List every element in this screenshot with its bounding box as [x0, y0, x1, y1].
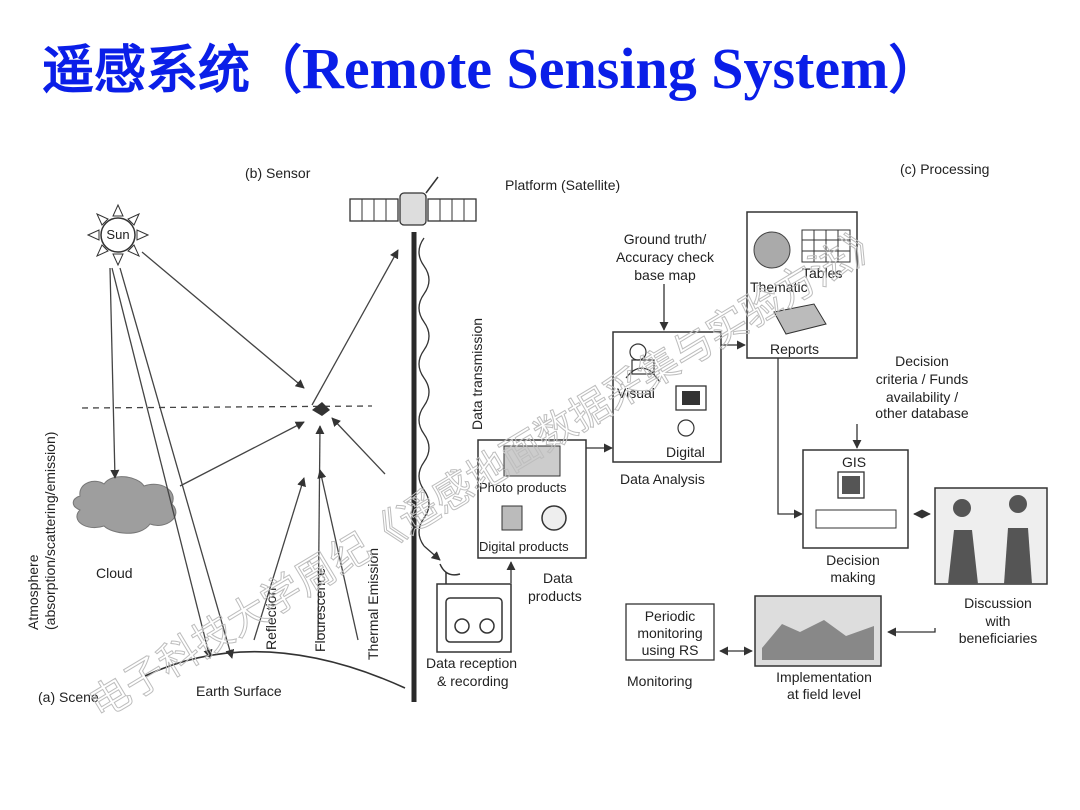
people-icon: [948, 495, 1032, 584]
data-analysis-box: [612, 331, 722, 463]
implementation-line-1: Implementation: [776, 669, 872, 685]
reports-icon: [773, 303, 827, 335]
discussion-line-3: beneficiaries: [959, 630, 1038, 646]
tables-label: Tables: [802, 265, 842, 281]
decision-box: [802, 449, 909, 549]
earth-surface-label: Earth Surface: [196, 683, 282, 699]
ground-truth-line-2: Accuracy check: [616, 249, 715, 265]
title-english: Remote Sensing System: [302, 36, 889, 101]
sun-icon: [86, 203, 150, 267]
photo-products-label: Photo products: [479, 480, 567, 495]
digital-label: Digital: [666, 444, 705, 460]
discussion-line-1: Discussion: [964, 595, 1032, 611]
decision-criteria-line-1: Decision: [895, 353, 949, 369]
thematic-label: Thematic: [750, 279, 808, 295]
atmosphere-line-2: (absorption/scattering/emission): [42, 432, 58, 630]
globe-icon: [753, 231, 791, 269]
disc-icon: [541, 505, 567, 531]
monitoring-label: Monitoring: [627, 673, 692, 689]
transmission-arrow: [423, 545, 441, 561]
transmission-wave: [418, 237, 430, 547]
computer-icon: [675, 385, 707, 437]
data-reception-line-1: Data reception: [426, 655, 517, 671]
earth-surface-curve: [144, 650, 406, 689]
radiation-arrows: [109, 249, 399, 659]
decision-criteria-line-3: availability /: [886, 389, 958, 405]
ground-truth-line-1: Ground truth/: [624, 231, 707, 247]
title-chinese: 遥感系统: [42, 41, 251, 101]
gis-label: GIS: [842, 454, 866, 470]
tape-reels-icon: [445, 597, 503, 643]
cloud-icon: [72, 476, 177, 534]
periodic-monitoring-line-2: monitoring: [637, 625, 702, 641]
section-c-label: (c) Processing: [900, 161, 989, 177]
title-close-paren: ）: [888, 41, 941, 101]
flourescence-label: Flourescence: [312, 568, 328, 652]
data-products-line-2: products: [528, 588, 582, 604]
data-products-box: [477, 439, 587, 559]
field-scene-icon: [762, 620, 874, 660]
page-title: 遥感系统（Remote Sensing System）: [42, 28, 940, 103]
cloud-label: Cloud: [96, 565, 133, 581]
periodic-monitoring-box: [625, 603, 715, 661]
section-a-label: (a) Scene: [38, 689, 99, 705]
satellite-icon: [349, 176, 477, 226]
data-transmission-label: Data transmission: [469, 318, 485, 430]
thermal-emission-label: Thermal Emission: [365, 548, 381, 660]
data-reception-line-2: & recording: [437, 673, 509, 689]
decision-criteria-line-2: criteria / Funds: [876, 371, 969, 387]
discussion-to-implementation-arrow: [887, 627, 936, 637]
decision-criteria-line-4: other database: [875, 405, 969, 421]
periodic-monitoring-line-3: using RS: [642, 642, 699, 658]
data-analysis-label: Data Analysis: [620, 471, 705, 487]
recorder-icon: [436, 583, 512, 653]
gis-computer-icon: [815, 471, 897, 529]
visual-label: Visual: [617, 385, 655, 401]
implementation-line-2: at field level: [787, 686, 861, 702]
reflection-label: Reflection: [263, 588, 279, 650]
section-b-label: (b) Sensor: [245, 165, 311, 181]
reports-label: Reports: [770, 341, 819, 357]
title-open-paren: （: [250, 41, 303, 101]
decision-making-line-1: Decision: [826, 552, 880, 568]
photo-icon: [503, 445, 561, 477]
outputs-to-decision-arrow: [777, 358, 803, 519]
platform-label: Platform (Satellite): [505, 177, 620, 193]
dish-icon: [439, 563, 461, 584]
analyst-icon: [625, 343, 661, 383]
atmosphere-boundary: [81, 405, 373, 409]
discussion-line-2: with: [985, 613, 1011, 629]
atmosphere-line-1: Atmosphere: [25, 554, 41, 630]
periodic-monitoring-line-1: Periodic: [645, 608, 696, 624]
tables-icon: [801, 229, 851, 263]
decision-making-line-2: making: [830, 569, 875, 585]
data-products-line-1: Data: [543, 570, 573, 586]
atmosphere-label: Atmosphere (absorption/scattering/emissi…: [25, 432, 58, 630]
sun-label: Sun: [106, 227, 129, 242]
diskette-icon: [501, 505, 523, 531]
ground-truth-line-3: base map: [634, 267, 696, 283]
convergence-mark: [312, 402, 330, 416]
digital-products-label: Digital products: [479, 539, 569, 554]
